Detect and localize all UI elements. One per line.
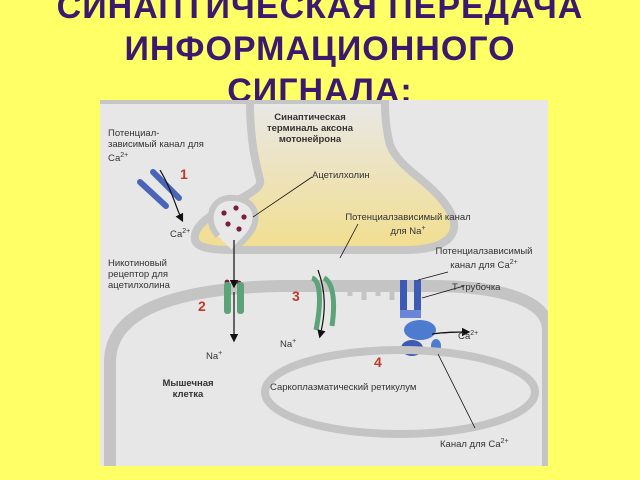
vg-na-channel-label: Потенциалзависимый канал для Na+ — [345, 212, 471, 238]
na-left-label: Na+ — [206, 350, 223, 363]
ca-channel-bottom-label: Канал для Са2+ — [440, 438, 509, 451]
synapse-diagram: Синаптическая терминаль аксона мотонейро… — [100, 100, 548, 466]
t-tubule-label: Т-трубочка — [452, 282, 501, 293]
title-line-2: ИНФОРМАЦИОННОГО — [124, 30, 516, 68]
vgcc-top-label: Потенциал-зависимый канал для Са2+ — [108, 128, 204, 165]
ca-inside-label: Са2+ — [170, 228, 191, 241]
ca-right-label: Са2+ — [458, 330, 479, 343]
diagram-graphics — [100, 100, 548, 466]
sarcoplasmic-reticulum — [261, 346, 539, 438]
acetylcholine-molecules — [221, 205, 247, 232]
step-2: 2 — [198, 298, 206, 314]
acetylcholine-label: Ацетилхолин — [312, 170, 370, 181]
step-1: 1 — [180, 166, 188, 182]
na-right-label: Na+ — [280, 338, 297, 351]
vg-na-channel — [310, 269, 337, 339]
terminal-label: Синаптическая терминаль аксона мотонейро… — [266, 112, 354, 145]
pointer-lines — [252, 176, 476, 429]
vg-ca-channel-terminal — [137, 169, 184, 223]
muscle-cell-label: Мышечная клетка — [162, 378, 214, 400]
t-tubule — [347, 286, 395, 300]
muscle-cell-membrane — [104, 280, 548, 466]
nicotinic-receptor — [224, 282, 244, 343]
vg-ca-channel-label: Потенциалзависимый канал для Са2+ — [435, 246, 533, 272]
vg-ca-channel-t-tubule — [400, 280, 421, 318]
step-4: 4 — [374, 354, 382, 370]
title-line-1: СИНАПТИЧЕСКАЯ ПЕРЕДАЧА — [56, 0, 584, 26]
axon-terminal — [100, 100, 458, 254]
nicotinic-receptor-label: Никотиновый рецептор для ацетилхолина — [108, 258, 170, 291]
sr-label: Саркоплазматический ретикулум — [270, 382, 417, 393]
step-3: 3 — [292, 288, 300, 304]
